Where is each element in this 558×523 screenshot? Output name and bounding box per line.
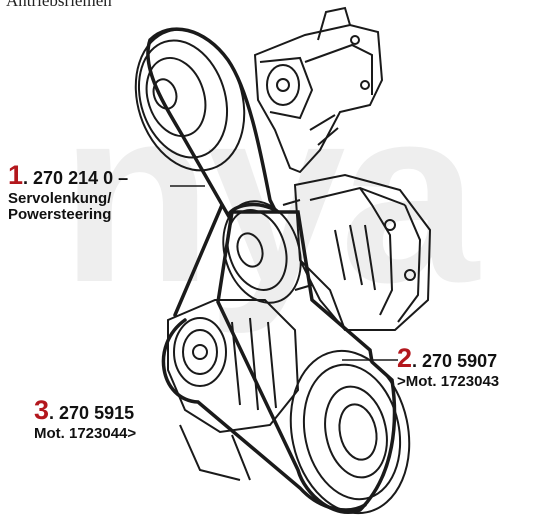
callout-2-number: 2	[397, 343, 413, 373]
callout-3-part-number: . 270 5915	[49, 403, 135, 423]
callout-2-line1: >Mot. 1723043	[397, 373, 500, 390]
callout-3-number: 3	[34, 395, 50, 425]
callout-1-dash: –	[113, 168, 129, 188]
callout-1-line2: Powersteering	[8, 206, 112, 223]
callout-3-line1: Mot. 1723044>	[34, 425, 137, 442]
callout-1-number: 1	[8, 160, 24, 190]
callout-3: 3. 270 5915 Mot. 1723044>	[34, 395, 136, 442]
belt-2	[216, 210, 397, 514]
header-fragment: Antriebsriemen	[6, 0, 112, 10]
alternator	[293, 173, 432, 331]
callout-2: 2. 270 5907 >Mot. 1723043	[397, 343, 499, 390]
callout-1-part-number: . 270 214 0	[23, 168, 114, 188]
belt-1-powersteering	[146, 27, 279, 219]
water-pump	[167, 299, 300, 481]
callout-2-part-number: . 270 5907	[412, 351, 498, 371]
callout-1-line1: Servolenkung/	[8, 190, 112, 207]
callout-1: 1. 270 214 0 – Servolenkung/ Powersteeri…	[8, 160, 128, 223]
belt-3	[161, 203, 367, 512]
ac-compressor	[253, 6, 384, 174]
crankshaft-pulley	[289, 349, 411, 515]
power-steering-pulley	[134, 28, 246, 172]
